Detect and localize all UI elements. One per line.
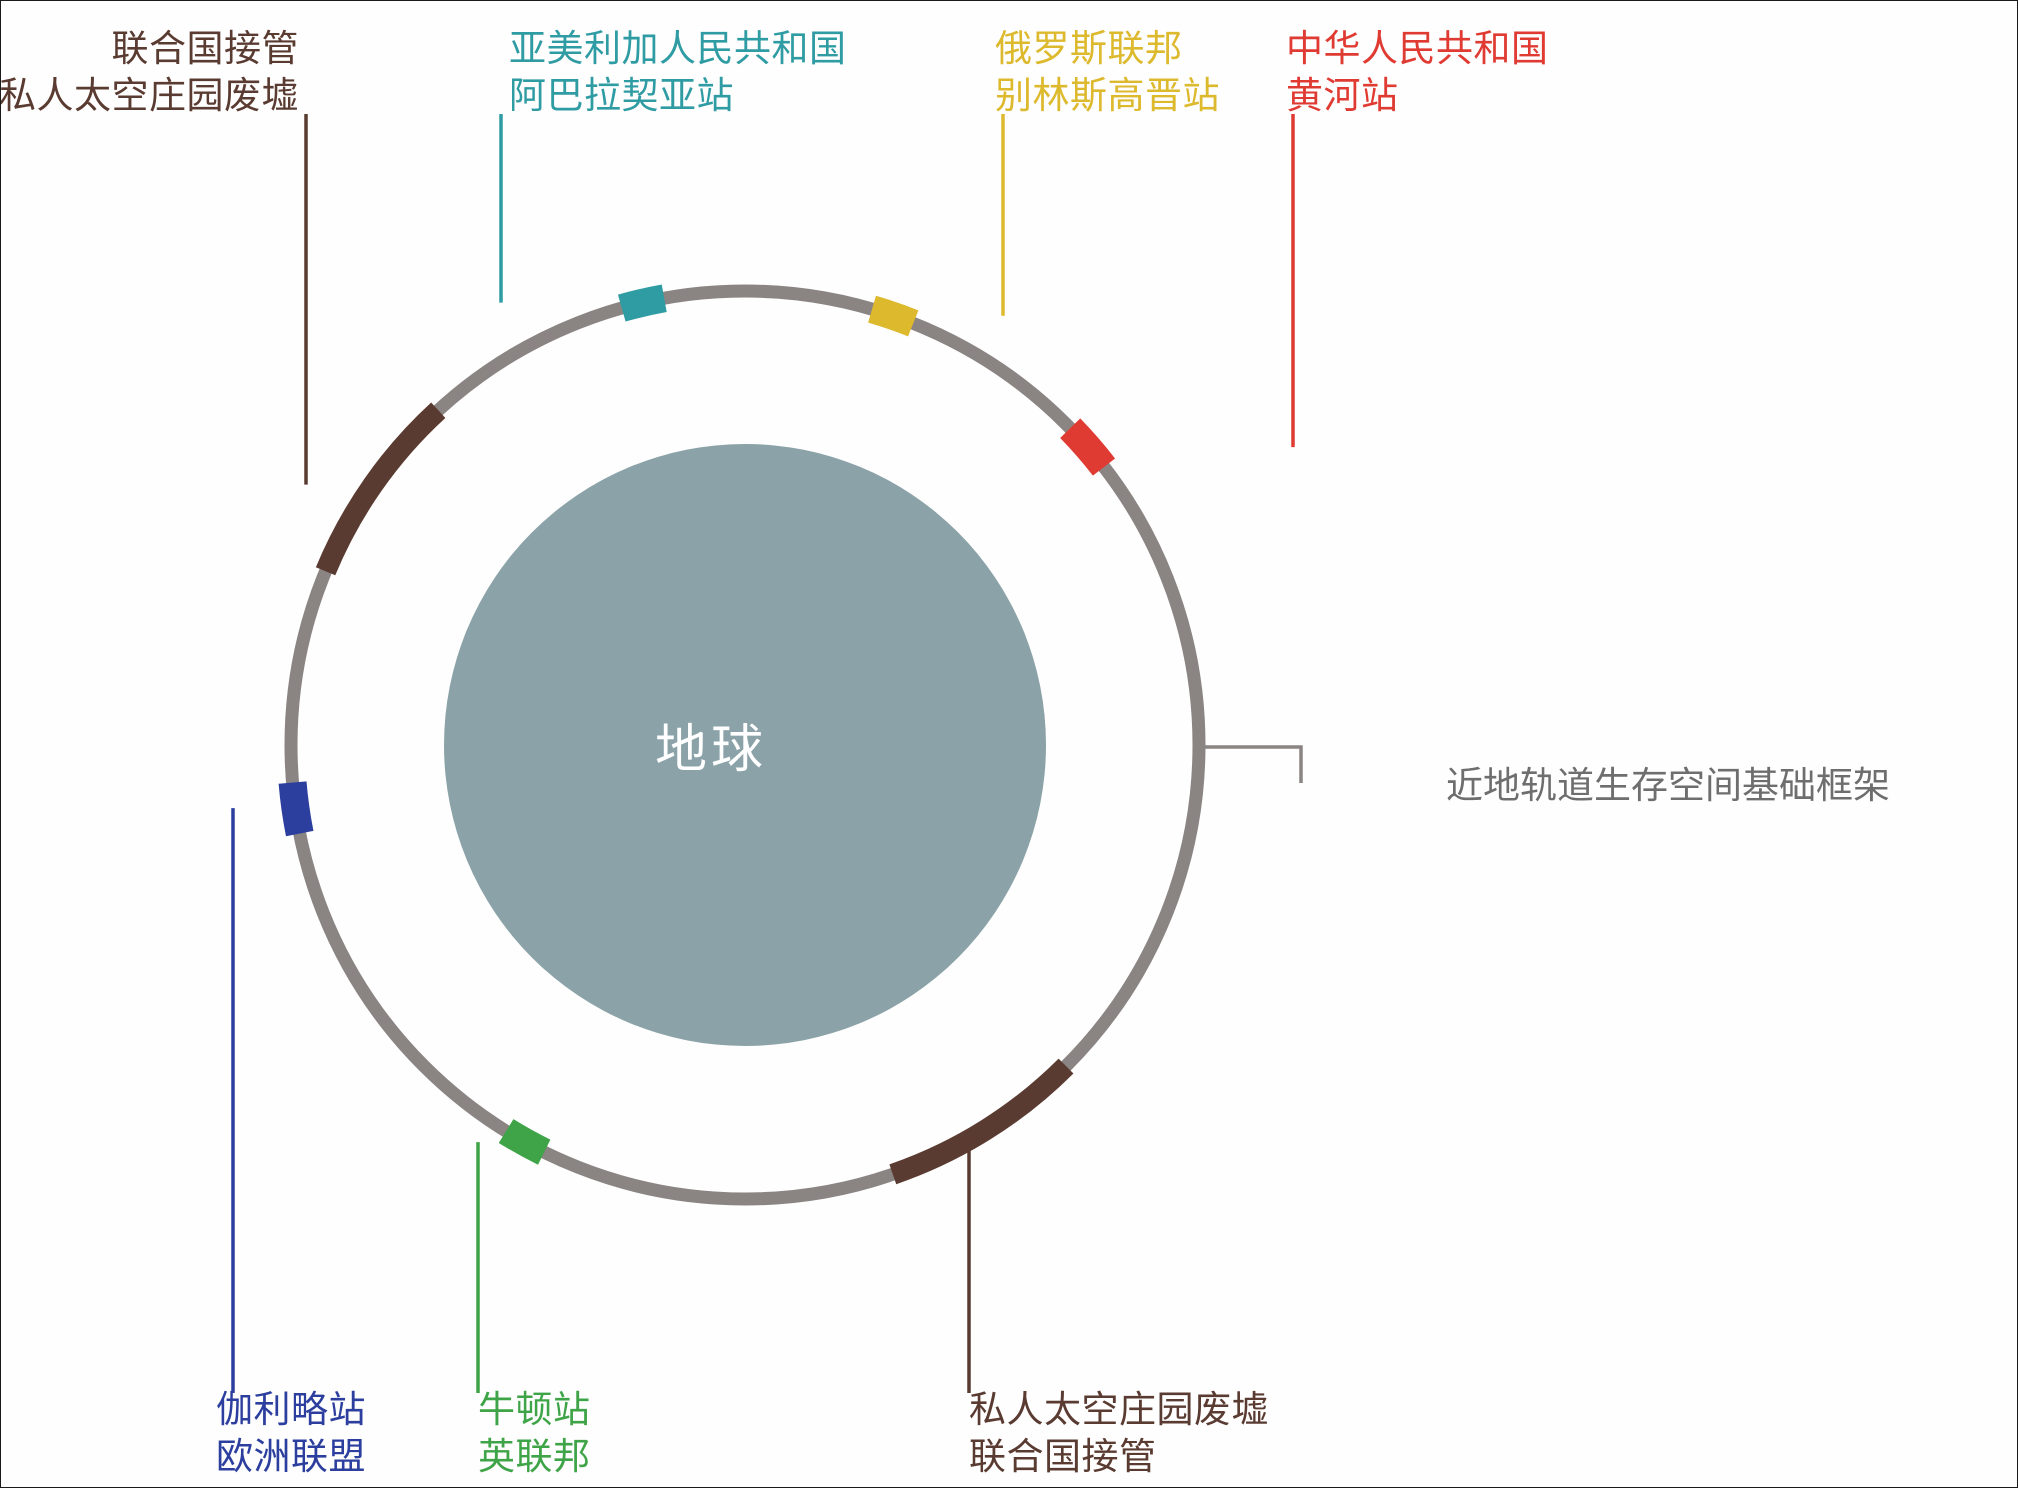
earth-label: 地球 xyxy=(655,721,768,779)
station-marker-appalachia[interactable] xyxy=(617,284,667,322)
ring-base-group xyxy=(284,284,1206,1206)
leader-line-orbit-ring xyxy=(1205,745,1303,783)
earth-sphere xyxy=(444,444,1046,1046)
station-label-private-estate-ruins-lower: 私人太空庄园废墟联合国接管 xyxy=(969,1386,1269,1481)
station-label-line2-private-estate-ruins-lower: 联合国接管 xyxy=(969,1436,1157,1478)
orbit-ring xyxy=(284,284,1206,1206)
station-label-line1-galileo: 伽利略站 xyxy=(216,1389,366,1430)
station-label-line1-newton: 牛顿站 xyxy=(478,1389,591,1430)
station-label-line2-newton: 英联邦 xyxy=(478,1436,591,1478)
station-label-line2-private-estate-ruins-upper: 私人太空庄园废墟 xyxy=(0,75,299,117)
station-label-line1-private-estate-ruins-lower: 私人太空庄园废墟 xyxy=(969,1389,1269,1430)
station-label-appalachia: 亚美利加人民共和国阿巴拉契亚站 xyxy=(509,25,847,120)
station-marker-newton[interactable] xyxy=(498,1119,551,1165)
station-marker-private-estate-ruins-lower[interactable] xyxy=(889,1058,1074,1185)
station-label-line2-galileo: 欧洲联盟 xyxy=(216,1436,366,1478)
station-marker-private-estate-ruins-upper[interactable] xyxy=(315,402,446,576)
station-label-galileo: 伽利略站欧洲联盟 xyxy=(216,1386,366,1481)
station-marker-huanghe[interactable] xyxy=(1060,418,1116,476)
station-label-newton: 牛顿站英联邦 xyxy=(478,1386,591,1481)
orbit-ring-label: 近地轨道生存空间基础框架 xyxy=(1446,765,1890,806)
station-label-line1-appalachia: 亚美利加人民共和国 xyxy=(509,28,847,69)
station-label-line1-huanghe: 中华人民共和国 xyxy=(1286,28,1549,69)
station-label-line2-belinsgauzen: 别林斯高晋站 xyxy=(995,75,1220,117)
station-label-line1-belinsgauzen: 俄罗斯联邦 xyxy=(995,28,1183,69)
station-markers-group xyxy=(278,284,1116,1185)
earth-group xyxy=(444,444,1046,1046)
station-marker-belinsgauzen[interactable] xyxy=(868,295,919,337)
station-label-line1-private-estate-ruins-upper: 联合国接管 xyxy=(111,28,299,69)
leader-lines-group xyxy=(231,114,1303,1393)
station-label-line2-huanghe: 黄河站 xyxy=(1286,75,1399,117)
station-label-belinsgauzen: 俄罗斯联邦别林斯高晋站 xyxy=(995,25,1220,120)
station-label-huanghe: 中华人民共和国黄河站 xyxy=(1286,25,1549,120)
station-marker-galileo[interactable] xyxy=(278,781,314,837)
station-label-private-estate-ruins-upper: 联合国接管私人太空庄园废墟 xyxy=(0,25,299,120)
station-label-line2-appalachia: 阿巴拉契亚站 xyxy=(509,75,734,117)
